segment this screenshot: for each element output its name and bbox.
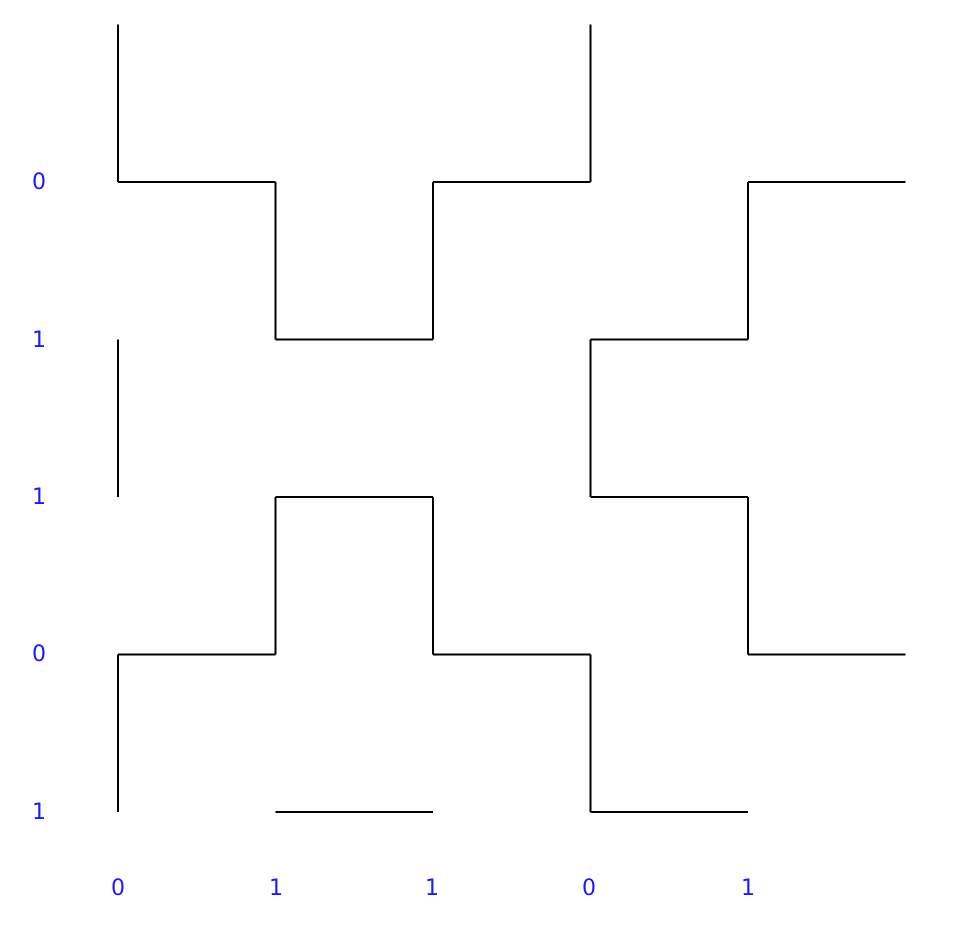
column-label: 0	[111, 876, 125, 901]
row-label: 0	[32, 170, 46, 195]
column-label: 1	[269, 876, 283, 901]
column-labels: 0 1 1 0 1	[111, 876, 755, 901]
column-label: 0	[582, 876, 596, 901]
row-label: 1	[32, 800, 46, 825]
row-labels: 0 1 1 0 1	[32, 170, 46, 825]
column-label: 1	[425, 876, 439, 901]
row-label: 0	[32, 642, 46, 667]
column-label: 1	[741, 876, 755, 901]
row-label: 1	[32, 328, 46, 353]
row-label: 1	[32, 485, 46, 510]
stitch-lines	[117, 24, 906, 813]
